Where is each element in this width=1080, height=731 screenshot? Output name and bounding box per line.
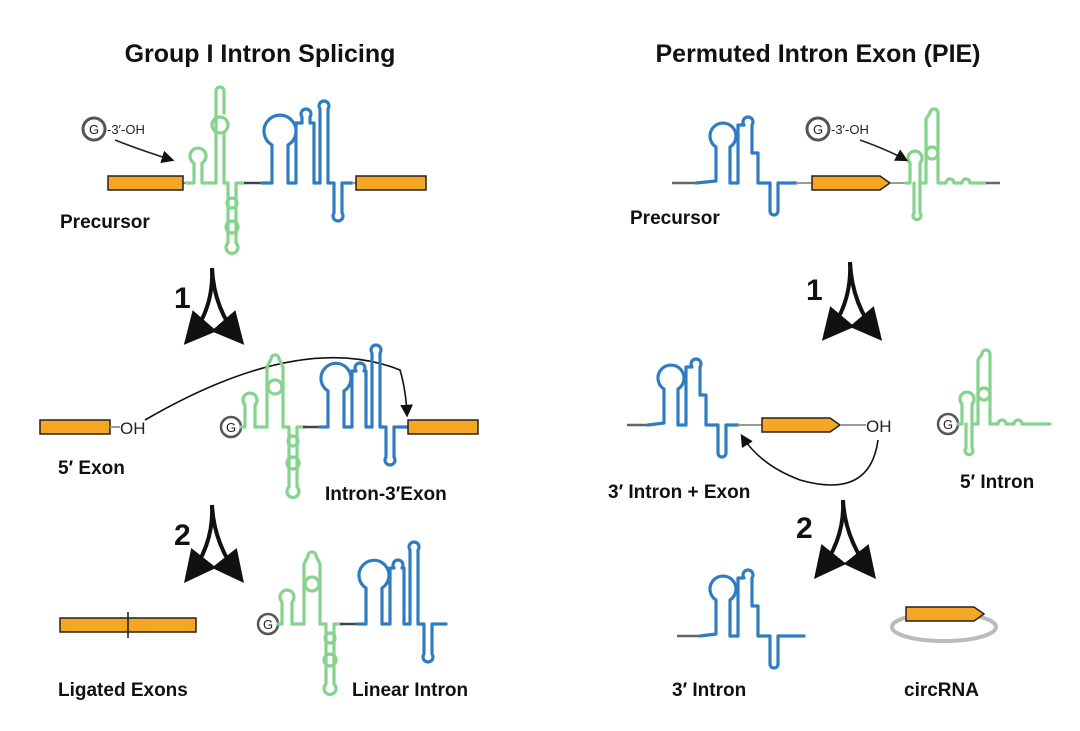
left-precursor-label: Precursor	[60, 212, 150, 233]
guanosine-letter: G	[943, 417, 953, 432]
exon-5prime	[107, 175, 184, 191]
exon-5prime-free	[39, 419, 111, 435]
right-intermediate: OH 3′ Intron + Exon G 5′ Intron	[608, 348, 1052, 503]
fork-arrow-right-icon	[841, 499, 876, 580]
left-linear-label: Linear Intron	[352, 680, 468, 701]
pie-exon	[811, 175, 892, 191]
left-ligated-label: Ligated Exons	[58, 680, 188, 701]
exon-3prime-attached	[407, 419, 479, 435]
right-circ-label: circRNA	[904, 680, 979, 701]
ligation-arrow	[144, 356, 413, 421]
left-intermediate: OH 5′ Exon G Intron-3′Exon	[39, 343, 479, 505]
fork-arrow-right-icon	[848, 261, 883, 341]
right-step2: 2	[796, 499, 876, 580]
attack-arrow	[859, 139, 909, 162]
left-precursor: G -3′-OH Precursor	[60, 85, 427, 255]
left-intron3exon-label: Intron-3′Exon	[325, 484, 447, 505]
right-precursor-label: Precursor	[630, 208, 720, 229]
right-title: Permuted Intron Exon (PIE)	[655, 40, 980, 68]
circrna-exon	[905, 606, 986, 622]
left-step2-number: 2	[174, 519, 191, 552]
left-products: Ligated Exons G Linear Intron	[58, 540, 468, 701]
right-step1: 1	[806, 261, 883, 341]
left-oh: OH	[120, 419, 146, 438]
left-step2: 2	[174, 504, 244, 584]
guanosine-circle-icon	[805, 116, 831, 142]
pie-exon-intermediate	[761, 417, 842, 433]
attack-arrow	[114, 139, 175, 164]
right-step2-number: 2	[796, 512, 813, 545]
left-title: Group I Intron Splicing	[125, 40, 396, 68]
guanosine-circle-icon	[81, 116, 107, 142]
guanosine-letter: G	[226, 420, 236, 435]
fork-arrow-left-icon	[814, 499, 847, 580]
guanosine-letter: G	[813, 122, 823, 137]
right-intron3-label: 3′ Intron	[672, 680, 746, 701]
exon-3prime	[355, 175, 427, 191]
guanosine-letter: G	[263, 617, 273, 632]
right-oh: OH	[866, 417, 892, 436]
circularization-arrow	[740, 433, 879, 486]
right-step1-number: 1	[806, 274, 823, 307]
right-products: 3′ Intron circRNA	[672, 568, 998, 701]
fork-arrow-left-icon	[184, 504, 217, 584]
left-step1: 1	[174, 267, 245, 345]
left-exon5-label: 5′ Exon	[58, 458, 125, 479]
guanosine-label: -3′-OH	[107, 122, 145, 137]
fork-arrow-right-icon	[210, 267, 245, 345]
right-precursor: G -3′-OH Precursor	[630, 107, 1000, 229]
guanosine-letter: G	[89, 122, 99, 137]
fork-arrow-left-icon	[821, 261, 855, 341]
guanosine-label: -3′-OH	[831, 122, 869, 137]
right-intron5-label: 5′ Intron	[960, 472, 1034, 493]
fork-arrow-right-icon	[210, 504, 244, 584]
fork-arrow-left-icon	[183, 267, 217, 345]
right-intron3exon-label: 3′ Intron + Exon	[608, 482, 750, 503]
left-step1-number: 1	[174, 282, 191, 315]
